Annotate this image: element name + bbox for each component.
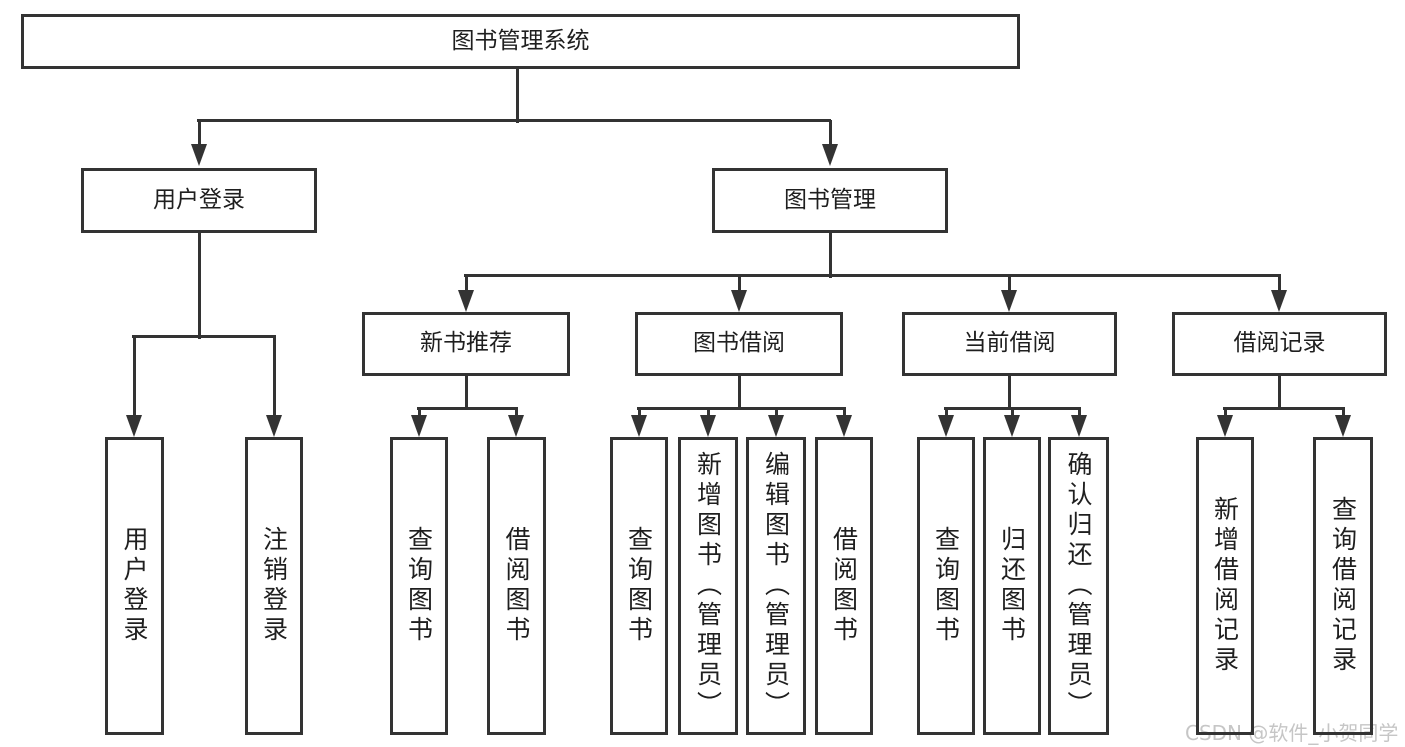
arrowhead-down-icon — [1335, 415, 1351, 437]
node-new-book-recommendation: 新书推荐 — [362, 312, 570, 376]
node-book-borrowing: 图书借阅 — [635, 312, 843, 376]
connector-vline — [464, 376, 468, 410]
connector-vline — [1277, 376, 1281, 410]
csdn-watermark: CSDN @软件_小贺同学 — [1185, 721, 1399, 745]
leaf-add-books-admin: 新增图书（管理员） — [678, 437, 738, 735]
node-label: 注销登录 — [259, 526, 289, 646]
leaf-edit-books-admin: 编辑图书（管理员） — [746, 437, 806, 735]
leaf-query-books-current: 查询图书 — [917, 437, 975, 735]
node-borrowing-records: 借阅记录 — [1172, 312, 1387, 376]
node-label: 归还图书 — [997, 526, 1027, 646]
connector-hline — [417, 406, 518, 410]
connector-vline — [417, 408, 421, 417]
arrowhead-down-icon — [631, 415, 647, 437]
node-label: 新书推荐 — [420, 330, 512, 357]
connector-vline — [774, 408, 778, 417]
arrowhead-down-icon — [700, 415, 716, 437]
arrowhead-down-icon — [458, 290, 474, 312]
connector-vline — [828, 233, 832, 278]
connector-vline — [197, 233, 201, 339]
node-label: 查询图书 — [931, 526, 961, 646]
leaf-user-login: 用户登录 — [105, 437, 164, 735]
node-label: 编辑图书（管理员） — [761, 451, 791, 721]
connector-vline — [1007, 376, 1011, 410]
arrowhead-down-icon — [1217, 415, 1233, 437]
node-label: 确认归还（管理员） — [1064, 451, 1093, 721]
node-label: 图书管理 — [784, 186, 876, 213]
connector-hline — [1223, 406, 1345, 410]
node-library-management-system: 图书管理系统 — [21, 14, 1020, 69]
connector-vline — [1277, 275, 1281, 294]
node-label: 用户登录 — [120, 526, 149, 646]
node-label: 图书管理系统 — [451, 27, 590, 54]
node-label: 借阅图书 — [502, 526, 531, 646]
arrowhead-down-icon — [411, 415, 427, 437]
leaf-borrow-books: 借阅图书 — [815, 437, 873, 735]
arrowhead-down-icon — [1001, 290, 1017, 312]
connector-vline — [1007, 275, 1011, 294]
arrowhead-down-icon — [126, 415, 142, 437]
connector-vline — [514, 408, 518, 417]
leaf-query-books-borrowing: 查询图书 — [610, 437, 668, 735]
connector-vline — [842, 408, 846, 417]
arrowhead-down-icon — [836, 415, 852, 437]
node-label: 查询借阅记录 — [1328, 496, 1358, 676]
connector-vline — [464, 275, 468, 294]
connector-vline — [1223, 408, 1227, 417]
leaf-logout: 注销登录 — [245, 437, 303, 735]
connector-vline — [132, 336, 136, 417]
node-label: 查询图书 — [404, 526, 434, 646]
leaf-query-books-recommend: 查询图书 — [390, 437, 448, 735]
node-label: 新增图书（管理员） — [693, 451, 723, 721]
node-label: 借阅记录 — [1233, 330, 1326, 357]
connector-vline — [197, 120, 201, 146]
connector-hline — [637, 406, 846, 410]
connector-vline — [1010, 408, 1014, 417]
connector-vline — [1077, 408, 1081, 417]
leaf-return-books: 归还图书 — [983, 437, 1041, 735]
node-label: 新增借阅记录 — [1210, 496, 1240, 676]
arrowhead-down-icon — [191, 144, 207, 166]
node-book-management-module: 图书管理 — [712, 168, 948, 233]
connector-hline — [197, 118, 831, 122]
node-label: 查询图书 — [624, 526, 654, 646]
node-label: 当前借阅 — [963, 330, 1056, 357]
connector-vline — [515, 69, 519, 123]
node-current-borrowing: 当前借阅 — [902, 312, 1117, 376]
connector-vline — [1341, 408, 1345, 417]
arrowhead-down-icon — [768, 415, 784, 437]
leaf-query-borrow-record: 查询借阅记录 — [1313, 437, 1373, 735]
leaf-confirm-return-admin: 确认归还（管理员） — [1048, 437, 1109, 735]
arrowhead-down-icon — [1071, 415, 1087, 437]
node-label: 借阅图书 — [829, 526, 859, 646]
connector-vline — [737, 275, 741, 294]
node-label: 图书借阅 — [693, 330, 785, 357]
leaf-borrow-books-recommend: 借阅图书 — [487, 437, 546, 735]
connector-hline — [944, 406, 1081, 410]
node-label: 用户登录 — [153, 186, 245, 213]
connector-vline — [272, 336, 276, 417]
connector-vline — [828, 120, 832, 146]
connector-hline — [464, 273, 1281, 277]
arrowhead-down-icon — [1004, 415, 1020, 437]
arrowhead-down-icon — [822, 144, 838, 166]
leaf-add-borrow-record: 新增借阅记录 — [1196, 437, 1254, 735]
arrowhead-down-icon — [266, 415, 282, 437]
arrowhead-down-icon — [508, 415, 524, 437]
arrowhead-down-icon — [731, 290, 747, 312]
arrowhead-down-icon — [938, 415, 954, 437]
arrowhead-down-icon — [1271, 290, 1287, 312]
connector-vline — [737, 376, 741, 410]
node-user-login-module: 用户登录 — [81, 168, 317, 233]
connector-vline — [944, 408, 948, 417]
connector-vline — [637, 408, 641, 417]
connector-hline — [132, 334, 276, 338]
connector-vline — [706, 408, 710, 417]
